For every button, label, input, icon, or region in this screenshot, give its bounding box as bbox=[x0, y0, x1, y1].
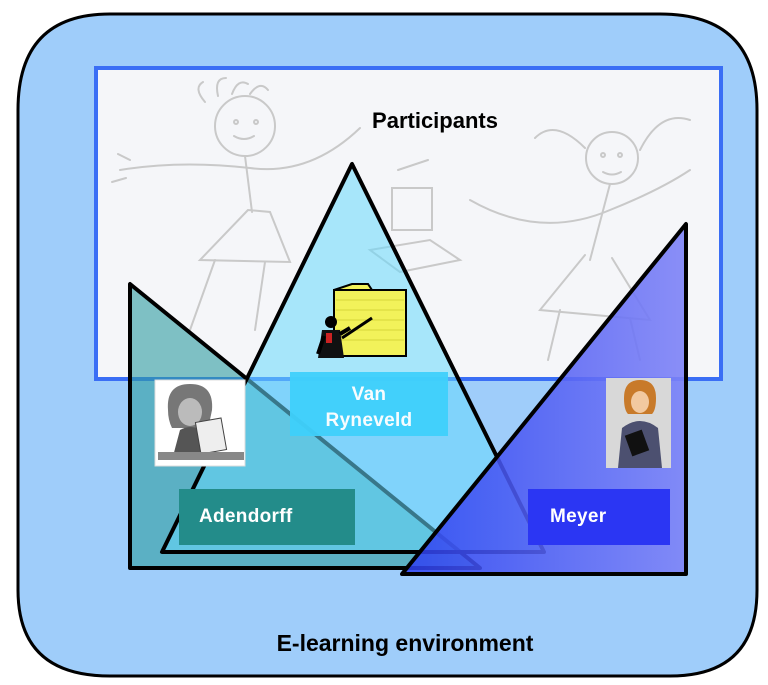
environment-title: E-learning environment bbox=[276, 630, 534, 656]
adendorff-name: Adendorff bbox=[199, 506, 293, 527]
van-ryneveld-label-box: Van Ryneveld bbox=[290, 372, 448, 436]
van-ryneveld-name-line1: Van bbox=[351, 384, 387, 405]
participants-title: Participants bbox=[372, 108, 498, 133]
businesswoman-icon bbox=[606, 378, 671, 468]
van-ryneveld-name-line2: Ryneveld bbox=[325, 410, 413, 431]
woman-writing-icon bbox=[154, 379, 246, 467]
adendorff-label-box: Adendorff bbox=[179, 489, 355, 545]
triangle-van-ryneveld bbox=[160, 162, 546, 554]
presenter-at-board-icon bbox=[316, 283, 407, 358]
meyer-label-box: Meyer bbox=[528, 489, 670, 545]
meyer-name: Meyer bbox=[550, 506, 607, 527]
triangle-meyer bbox=[400, 222, 688, 576]
